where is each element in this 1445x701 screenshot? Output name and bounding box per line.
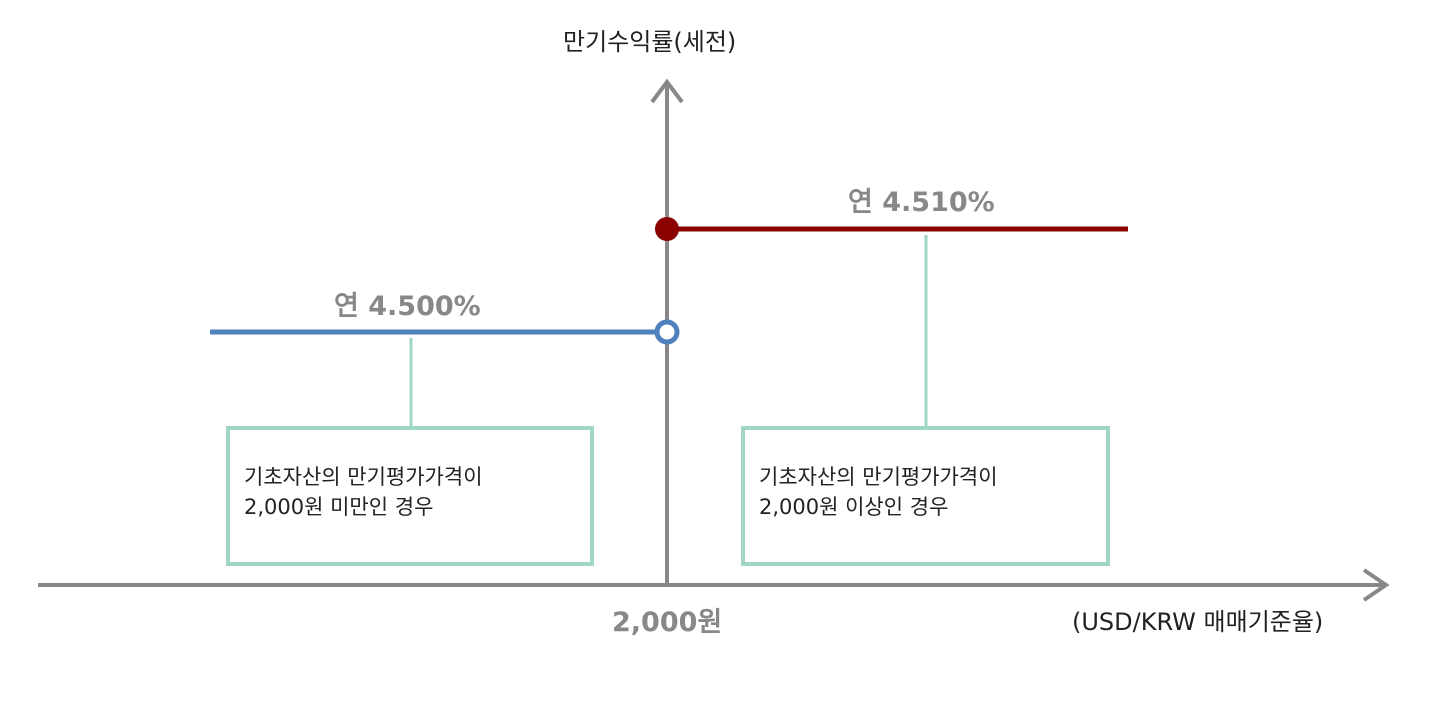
callout-box-high: 기초자산의 만기평가가격이 2,000원 이상인 경우 bbox=[741, 426, 1110, 566]
open-circle-marker-icon bbox=[654, 319, 680, 345]
threshold-label: 2,000원 bbox=[612, 607, 723, 638]
callout-box-low: 기초자산의 만기평가가격이 2,000원 미만인 경우 bbox=[226, 426, 594, 566]
x-axis-title: (USD/KRW 매매기준율) bbox=[1072, 608, 1324, 636]
callout-high-line2: 2,000원 이상인 경우 bbox=[759, 495, 949, 519]
x-axis-arrow-icon bbox=[1362, 568, 1390, 602]
callout-text-low: 기초자산의 만기평가가격이 2,000원 미만인 경우 bbox=[244, 462, 483, 522]
callout-low-line2: 2,000원 미만인 경우 bbox=[244, 495, 434, 519]
callout-text-high: 기초자산의 만기평가가격이 2,000원 이상인 경우 bbox=[759, 462, 998, 522]
callout-high-line1: 기초자산의 만기평가가격이 bbox=[759, 465, 998, 489]
y-axis-title: 만기수익률(세전) bbox=[563, 28, 737, 56]
callout-low-line1: 기초자산의 만기평가가격이 bbox=[244, 465, 483, 489]
filled-circle-marker-icon bbox=[655, 217, 679, 241]
low-rate-label: 연 4.500% bbox=[334, 291, 481, 322]
high-rate-label: 연 4.510% bbox=[848, 187, 995, 218]
y-axis-arrow-icon bbox=[650, 78, 684, 104]
